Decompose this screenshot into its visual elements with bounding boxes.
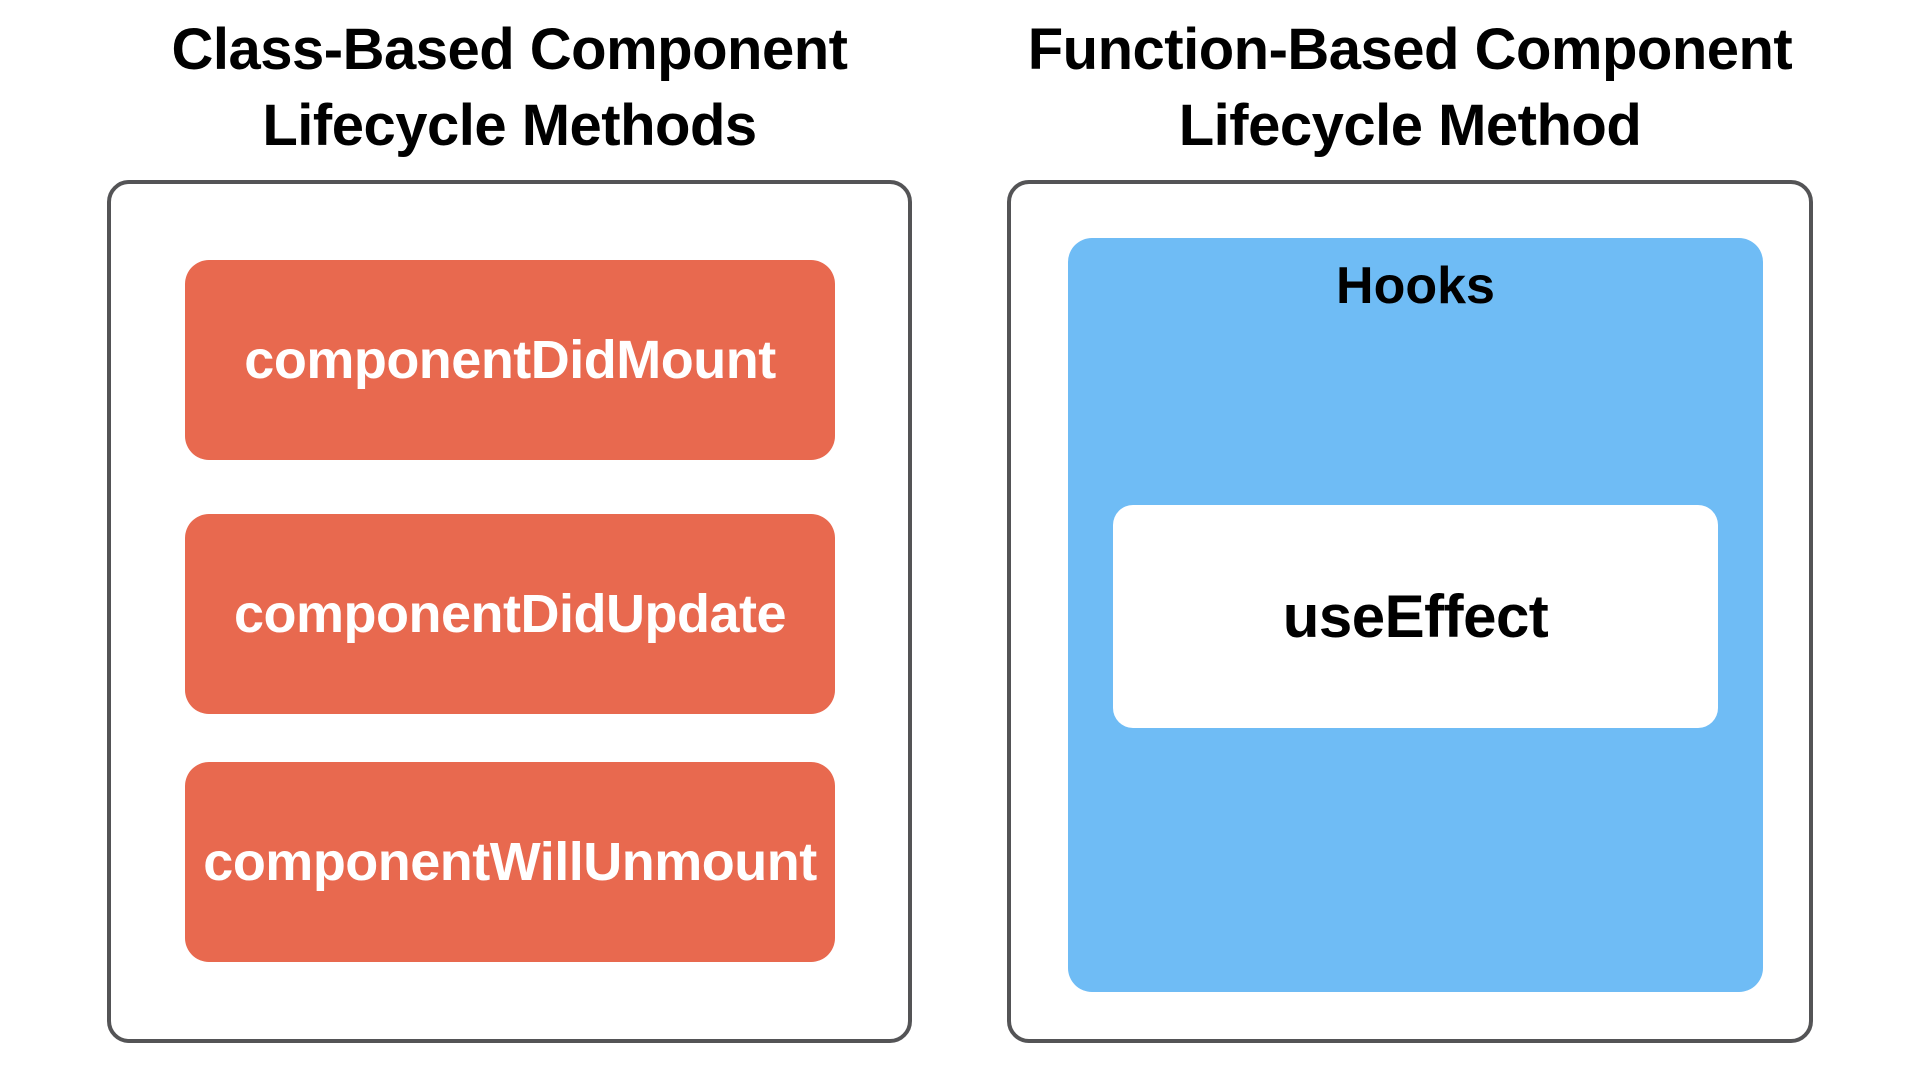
hooks-container: Hooks useEffect [1068, 238, 1763, 992]
function-based-title-line1: Function-Based Component [1027, 17, 1793, 82]
function-based-title-line2: Lifecycle Method [1178, 93, 1642, 158]
method-label: componentWillUnmount [203, 832, 817, 892]
function-based-title: Function-Based Component Lifecycle Metho… [1007, 12, 1813, 164]
function-based-panel: Hooks useEffect [1007, 180, 1813, 1043]
method-label: componentDidMount [244, 330, 776, 390]
class-based-title-line1: Class-Based Component [171, 17, 848, 82]
hooks-label: Hooks [1336, 257, 1495, 315]
method-box-componentDidUpdate: componentDidUpdate [185, 514, 835, 714]
method-box-componentWillUnmount: componentWillUnmount [185, 762, 835, 962]
class-based-panel: componentDidMount componentDidUpdate com… [107, 180, 912, 1043]
use-effect-label: useEffect [1282, 583, 1549, 650]
method-box-componentDidMount: componentDidMount [185, 260, 835, 460]
use-effect-box: useEffect [1113, 505, 1718, 728]
class-based-title-line2: Lifecycle Methods [262, 93, 757, 158]
method-label: componentDidUpdate [234, 584, 787, 644]
class-based-title: Class-Based Component Lifecycle Methods [107, 12, 912, 164]
